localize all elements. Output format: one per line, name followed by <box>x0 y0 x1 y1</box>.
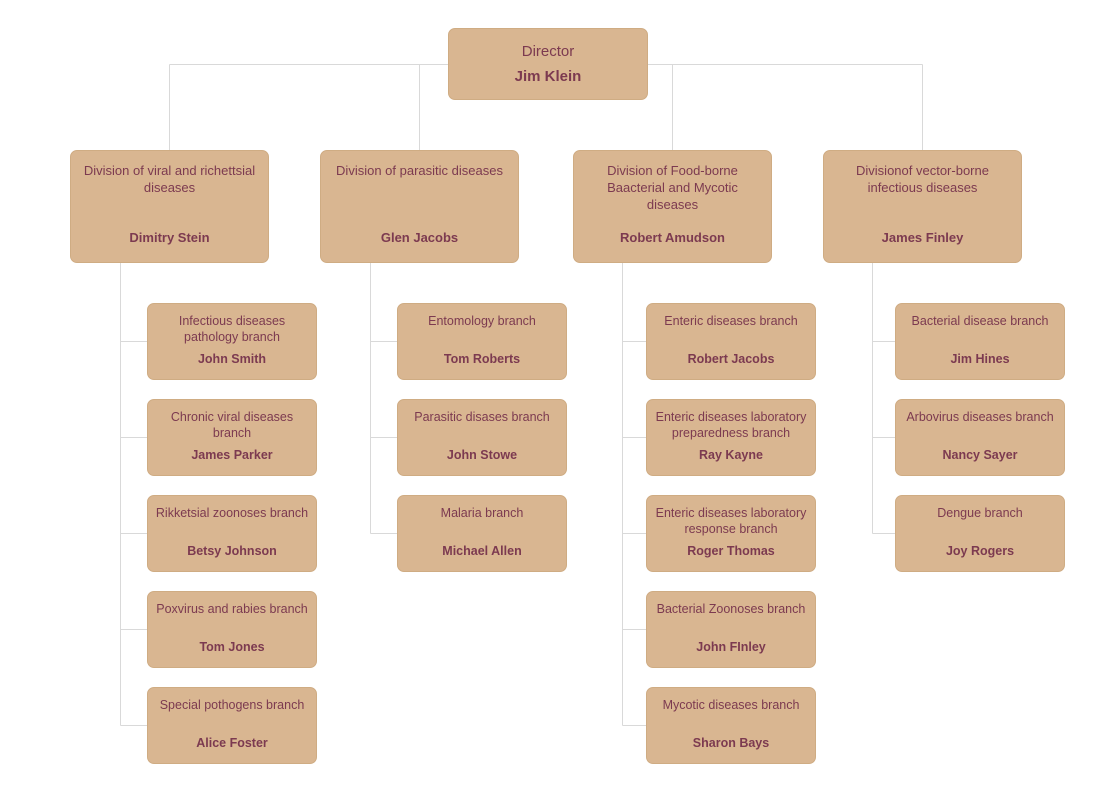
node-title: Dengue branch <box>937 506 1023 520</box>
node-person-name: Sharon Bays <box>692 735 770 750</box>
node-title: Division of Food-borne Baacterial and My… <box>607 163 738 212</box>
branch-node[interactable]: Entomology branch Tom Roberts <box>397 303 567 380</box>
node-person-name: James Finley <box>881 230 964 246</box>
node-title: Enteric diseases branch <box>664 314 798 328</box>
node-person-name: Ray Kayne <box>699 447 763 462</box>
node-person-name: Tom Roberts <box>443 351 521 366</box>
node-title: Parasitic disases branch <box>414 410 550 424</box>
node-person-name: Dimitry Stein <box>129 230 210 246</box>
node-title: Rikketsial zoonoses branch <box>155 506 309 520</box>
branch-node[interactable]: Rikketsial zoonoses branch Betsy Johnson <box>147 495 317 572</box>
node-person-name: Alice Foster <box>196 735 268 750</box>
node-title: Director <box>521 43 575 60</box>
branch-node[interactable]: Enteric diseases laboratory preparedness… <box>646 399 816 476</box>
node-title: Enteric diseases laboratory preparedness… <box>655 410 807 441</box>
node-title: Mycotic diseases branch <box>662 698 800 712</box>
branch-node[interactable]: Infectious diseases pathology branch Joh… <box>147 303 317 380</box>
org-node-director[interactable]: Director Jim Klein <box>448 28 648 100</box>
org-node-division-viral[interactable]: Division of viral and richettsial diseas… <box>70 150 269 263</box>
node-person-name: Nancy Sayer <box>942 447 1018 462</box>
node-person-name: John Smith <box>197 351 267 366</box>
node-person-name: Jim Hines <box>950 351 1010 366</box>
org-node-division-foodborne[interactable]: Division of Food-borne Baacterial and My… <box>573 150 772 263</box>
branch-node[interactable]: Arbovirus diseases branch Nancy Sayer <box>895 399 1065 476</box>
branch-node[interactable]: Bacterial disease branch Jim Hines <box>895 303 1065 380</box>
branch-node[interactable]: Chronic viral diseases branch James Park… <box>147 399 317 476</box>
node-person-name: Joy Rogers <box>945 543 1015 558</box>
node-title: Division of viral and richettsial diseas… <box>83 163 256 195</box>
node-person-name: Betsy Johnson <box>187 543 277 558</box>
node-title: Infectious diseases pathology branch <box>178 314 286 345</box>
node-title: Malaria branch <box>440 506 524 520</box>
branch-node[interactable]: Malaria branch Michael Allen <box>397 495 567 572</box>
node-title: Poxvirus and rabies branch <box>156 602 308 616</box>
node-title: Chronic viral diseases branch <box>170 410 294 441</box>
node-title: Enteric diseases laboratory response bra… <box>655 506 807 537</box>
node-person-name: Michael Allen <box>442 543 522 558</box>
branch-node[interactable]: Parasitic disases branch John Stowe <box>397 399 567 476</box>
org-node-division-parasitic[interactable]: Division of parasitic diseases Glen Jaco… <box>320 150 519 263</box>
node-title: Division of parasitic diseases <box>336 163 503 178</box>
node-person-name: Tom Jones <box>199 639 265 654</box>
node-person-name: John Stowe <box>446 447 518 462</box>
branch-node[interactable]: Dengue branch Joy Rogers <box>895 495 1065 572</box>
node-person-name: Glen Jacobs <box>380 230 459 246</box>
org-node-division-vectorborne[interactable]: Divisionof vector-borne infectious disea… <box>823 150 1022 263</box>
branch-node[interactable]: Enteric diseases laboratory response bra… <box>646 495 816 572</box>
node-title: Divisionof vector-borne infectious disea… <box>856 163 989 195</box>
branch-node[interactable]: Special pothogens branch Alice Foster <box>147 687 317 764</box>
branch-node[interactable]: Enteric diseases branch Robert Jacobs <box>646 303 816 380</box>
node-title: Arbovirus diseases branch <box>906 410 1054 424</box>
node-title: Bacterial disease branch <box>911 314 1049 328</box>
branch-node[interactable]: Mycotic diseases branch Sharon Bays <box>646 687 816 764</box>
node-person-name: Robert Amudson <box>620 230 725 246</box>
node-title: Bacterial Zoonoses branch <box>656 602 806 616</box>
branch-node[interactable]: Bacterial Zoonoses branch John FInley <box>646 591 816 668</box>
node-title: Special pothogens branch <box>159 698 305 712</box>
node-title: Entomology branch <box>428 314 536 328</box>
node-person-name: Jim Klein <box>514 67 582 85</box>
node-person-name: James Parker <box>191 447 273 462</box>
node-person-name: Roger Thomas <box>687 543 775 558</box>
branch-node[interactable]: Poxvirus and rabies branch Tom Jones <box>147 591 317 668</box>
node-person-name: John FInley <box>696 639 766 654</box>
node-person-name: Robert Jacobs <box>687 351 775 366</box>
